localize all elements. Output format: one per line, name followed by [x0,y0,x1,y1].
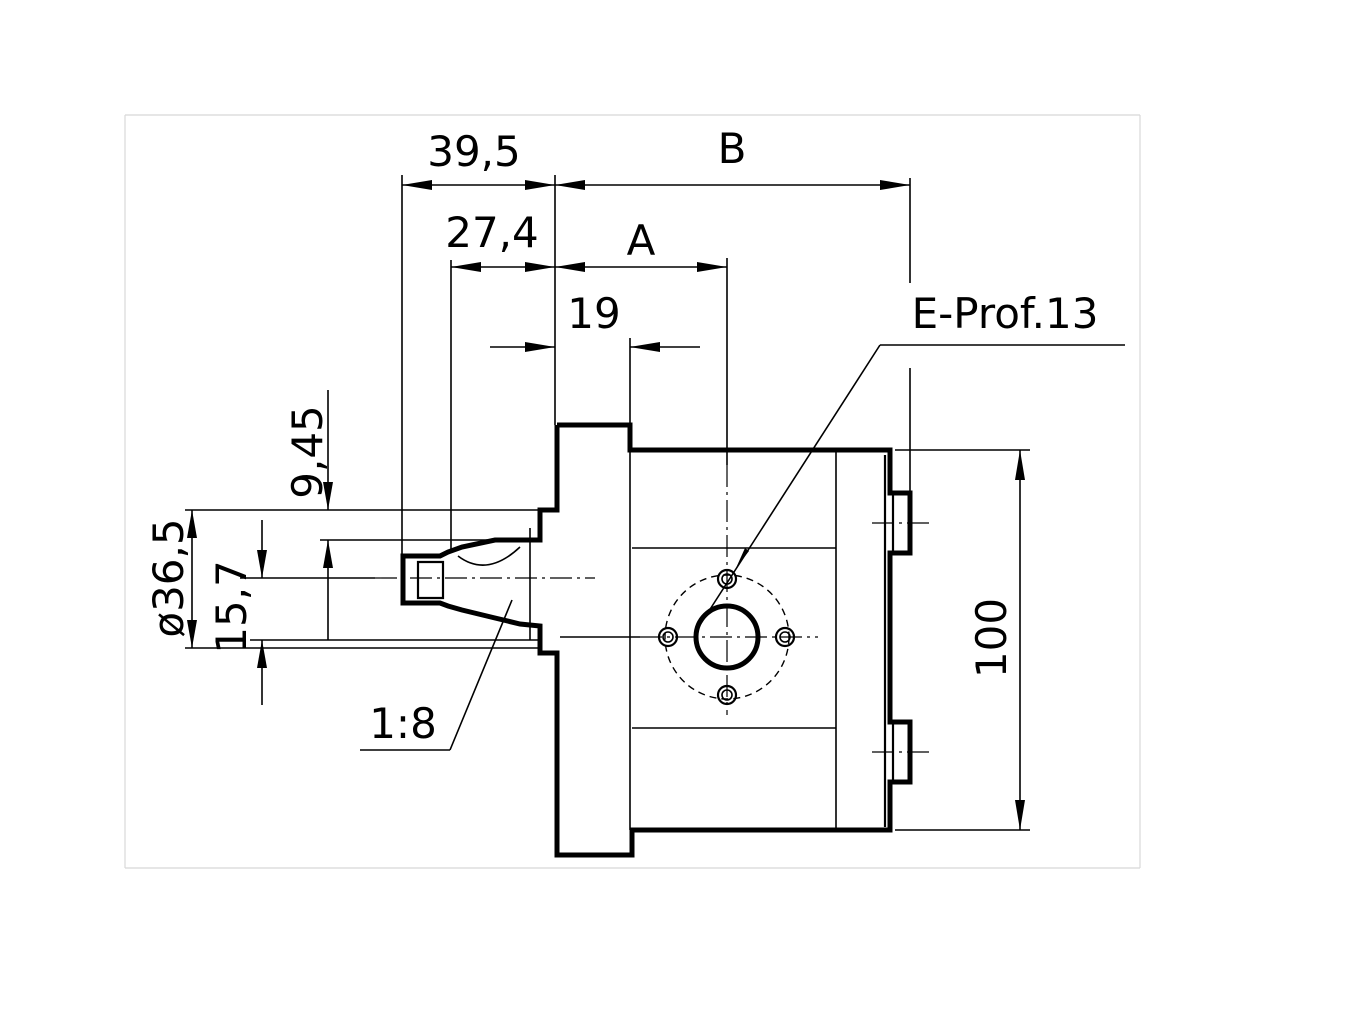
body-outline [537,422,913,858]
dim-100: 100 [967,598,1016,678]
shaft-outline [400,528,543,640]
dim-b: B [718,124,747,173]
dimension-lines [187,180,1125,830]
dim-36-5: ø36,5 [144,518,193,637]
dim-1-8: 1:8 [369,699,437,748]
scan-border [124,114,1141,869]
extension-lines [185,175,1030,831]
pump-body [537,422,932,858]
label-e-prof: E-Prof.13 [912,289,1099,338]
shaft [375,528,595,640]
dim-39-5: 39,5 [427,127,521,176]
dim-19: 19 [567,289,620,338]
dim-15-7: 15,7 [207,560,256,654]
dim-a: A [627,216,656,265]
dim-27-4: 27,4 [445,208,539,257]
dimension-labels: 39,5 B 27,4 A 19 E-Prof.13 9,45 ø36,5 15… [144,124,1098,748]
dim-9-45: 9,45 [283,405,332,499]
port-flange [560,465,818,715]
flange-upper-step [537,425,560,528]
